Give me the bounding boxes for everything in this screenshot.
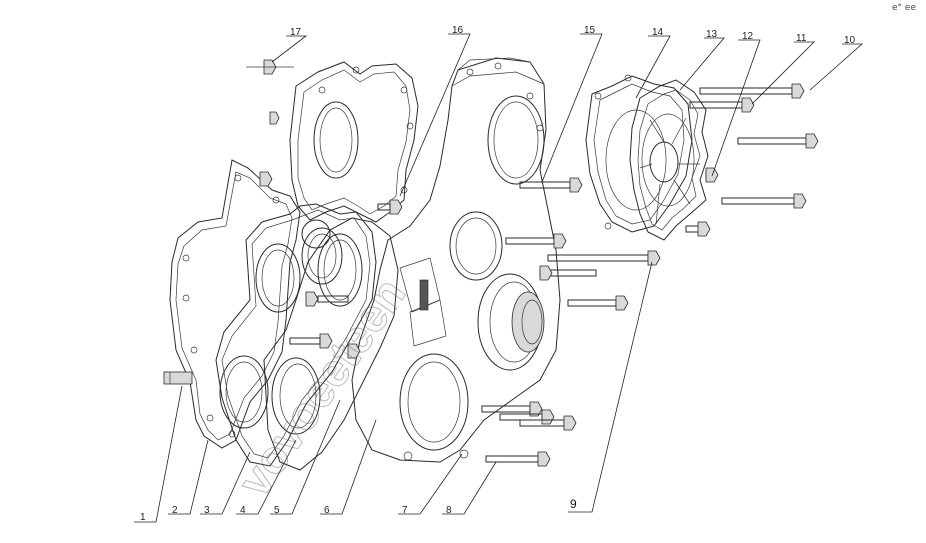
- rear-end-cover: [629, 79, 709, 241]
- callout-13: 13: [706, 29, 718, 40]
- bolt-10c: [721, 193, 807, 209]
- callout-16: 16: [452, 25, 464, 36]
- bolt-15: [519, 177, 583, 193]
- bolt-set: [163, 59, 819, 467]
- bolt-c: [567, 295, 629, 311]
- bolt-11: [689, 97, 755, 113]
- callout-15: 15: [584, 25, 596, 36]
- gasket-plate-outer: [169, 159, 301, 449]
- callout-9: 9: [570, 497, 577, 511]
- callout-12: 12: [742, 31, 754, 42]
- nut-17: [246, 59, 294, 75]
- bolt-a: [505, 233, 567, 249]
- callout-6: 6: [324, 505, 330, 516]
- callout-10: 10: [844, 35, 856, 46]
- bolt-i: [377, 199, 403, 215]
- rear-gasket: [585, 74, 693, 233]
- bolt-9-long: [547, 250, 661, 266]
- callout-3: 3: [204, 505, 210, 516]
- nut-17b: [269, 111, 280, 125]
- callout-8: 8: [446, 505, 452, 516]
- callout-7: 7: [402, 505, 408, 516]
- front-cover-plate: [215, 203, 377, 467]
- bolt-b: [539, 265, 597, 281]
- leader-lines: [134, 33, 864, 523]
- stud-1: [163, 371, 193, 385]
- intermediate-housing: [263, 217, 399, 471]
- corner-mark: e° ee: [892, 3, 916, 13]
- callout-4: 4: [240, 505, 246, 516]
- callout-5: 5: [274, 505, 280, 516]
- callout-labels: 1 2 3 4 5 6 7 8 9 10 11 12 13 14 15 16 1…: [140, 25, 856, 523]
- bolt-8: [485, 451, 551, 467]
- nut-17c: [259, 171, 273, 187]
- bolt-g: [305, 291, 349, 307]
- bolt-10a: [699, 83, 805, 99]
- bolt-10b: [737, 133, 819, 149]
- callout-1: 1: [140, 512, 146, 523]
- bolt-j: [347, 343, 361, 359]
- callout-2: 2: [172, 505, 178, 516]
- bolt-h: [289, 333, 333, 349]
- callout-14: 14: [652, 27, 664, 38]
- bolt-f: [519, 415, 577, 431]
- upper-gasket: [289, 61, 419, 223]
- callout-11: 11: [796, 33, 807, 44]
- bolt-13b: [685, 221, 711, 237]
- callout-17: 17: [290, 27, 302, 38]
- main-gear-housing: [351, 57, 561, 463]
